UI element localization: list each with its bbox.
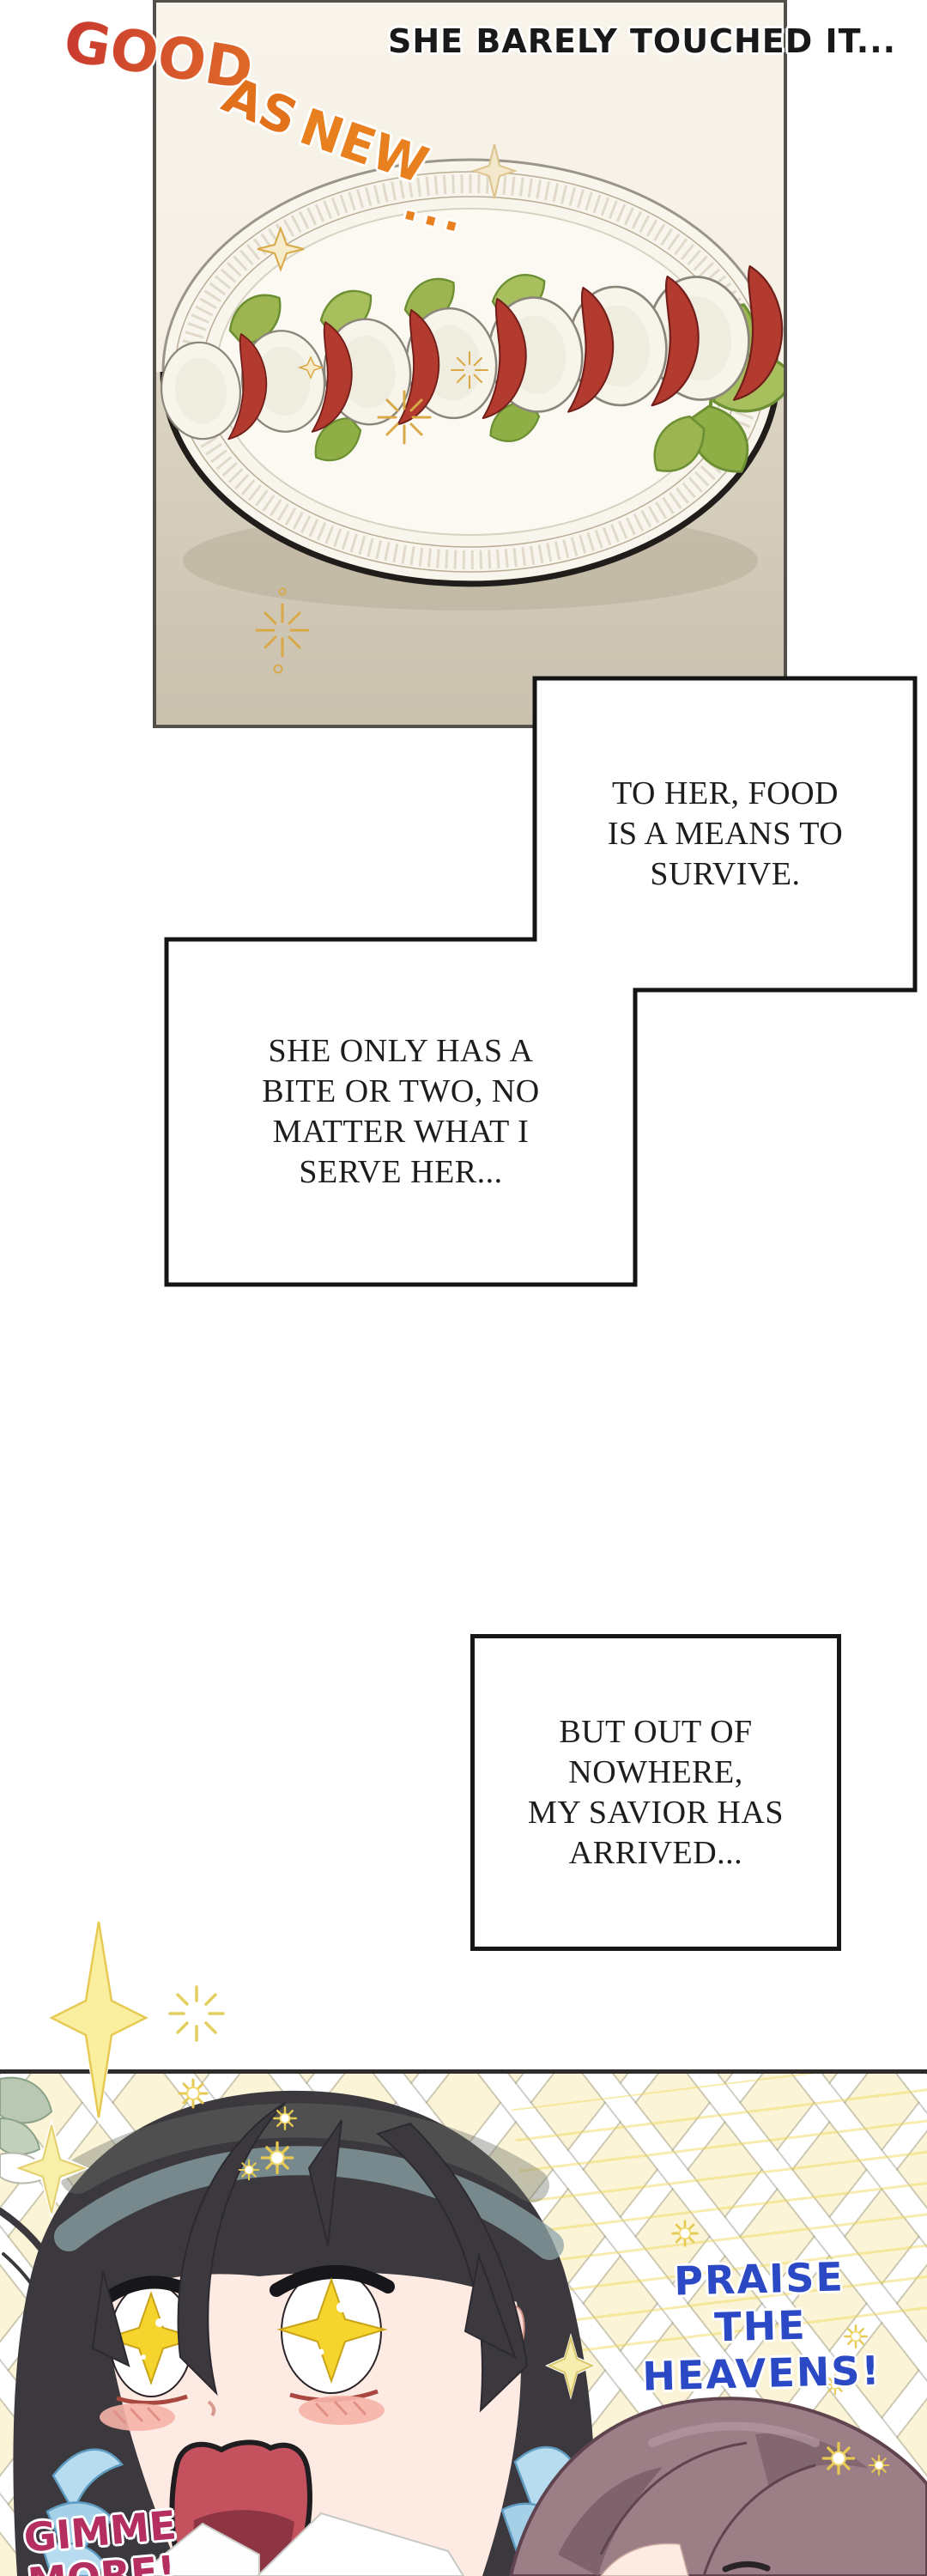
narration-box-1: TO HER, FOOD IS A MEANS TO SURVIVE.: [535, 678, 916, 990]
big-sparkle-icon: [46, 1913, 151, 2126]
narration-line: TO HER, FOOD: [612, 775, 839, 811]
starburst-icon: [168, 1985, 225, 2042]
narration-line: BITE OR TWO, NO: [262, 1073, 540, 1109]
panel-scene: PRAISE THE HEAVENS! GIMME MORE!: [0, 2069, 927, 2576]
scene-illustration: [0, 2076, 927, 2576]
narration-line: BUT OUT OF: [559, 1713, 753, 1750]
girl2-face: [600, 2543, 689, 2576]
girl1-right-eye: [270, 2265, 395, 2403]
girl1: [13, 2090, 596, 2576]
narration-line: SURVIVE.: [650, 856, 801, 892]
plate-illustration: [156, 143, 784, 725]
narration-line: MY SAVIOR HAS: [528, 1794, 784, 1831]
narration-box-3: BUT OUT OF NOWHERE, MY SAVIOR HAS ARRIVE…: [470, 1634, 841, 1951]
panel-food: [153, 0, 787, 728]
narration-line: SERVE HER...: [299, 1154, 503, 1190]
eye-star-icon: [103, 2290, 201, 2386]
girl2: [508, 2397, 927, 2576]
girl2-brow: [722, 2561, 771, 2573]
shout-gimme-more: GIMME MORE!: [22, 2501, 182, 2576]
caption-she-barely-touched: SHE BARELY TOUCHED IT...: [388, 22, 897, 60]
girl1-nose: [207, 2400, 216, 2417]
food-slices: [160, 264, 784, 487]
girl1-blush: [100, 2396, 385, 2431]
narration-box-outline: [164, 676, 918, 1287]
narration-box-2: SHE ONLY HAS A BITE OR TWO, NO MATTER WH…: [167, 939, 635, 1285]
girl1-bangs: [91, 2102, 529, 2413]
narration-line: IS A MEANS TO: [607, 816, 844, 852]
girl1-collar: [136, 2522, 260, 2576]
shout-praise-heavens: PRAISE THE HEAVENS!: [621, 2252, 900, 2402]
narration-line: MATTER WHAT I: [272, 1114, 530, 1150]
yellow-sparkle-icons: [14, 2118, 597, 2400]
narration-line: SHE ONLY HAS A: [268, 1033, 534, 1069]
eye-star-icon: [276, 2276, 388, 2385]
shout-line: PRAISE THE: [673, 2253, 845, 2351]
hair-sheen: [54, 2146, 564, 2260]
narration-line: ARRIVED...: [568, 1834, 743, 1871]
narration-line: NOWHERE,: [568, 1753, 743, 1790]
shout-line: HEAVENS!: [641, 2347, 882, 2400]
gold-sparkle-icon: [255, 143, 518, 674]
